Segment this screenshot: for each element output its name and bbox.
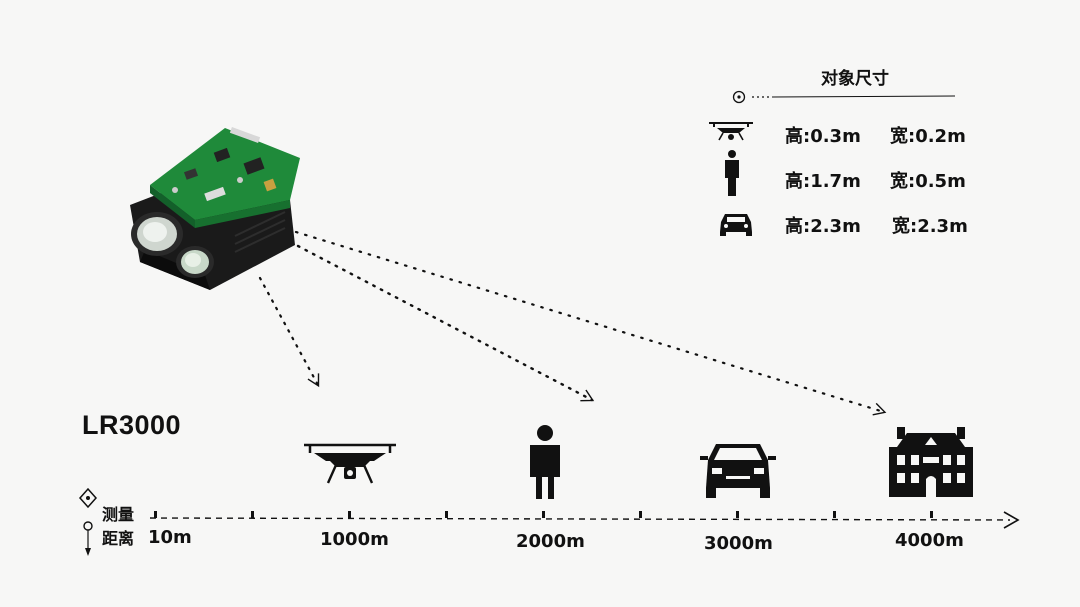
legend-title: 对象尺寸: [821, 69, 889, 89]
building-icon: [889, 427, 973, 497]
legend-leader: [732, 90, 956, 104]
axis-title-line2: 距离: [102, 529, 135, 548]
legend-person-icon: [725, 150, 739, 196]
laser-path-2000m: [296, 244, 595, 402]
axis-title-line1: 测量: [102, 505, 135, 524]
distance-label-3000m: 3000m: [704, 533, 773, 554]
legend-car-icon: [720, 214, 752, 236]
legend-drone-icon: [709, 122, 753, 141]
distance-axis: [149, 511, 1020, 529]
drone-icon: [304, 443, 396, 484]
distance-label-4000m: 4000m: [895, 530, 964, 551]
car-icon: [700, 444, 776, 498]
lens-small: [176, 246, 214, 278]
pcb-board: [150, 128, 300, 220]
legend-drone-height: 高:0.3m: [785, 126, 861, 147]
person-icon: [530, 425, 560, 499]
laser-paths: [258, 230, 887, 416]
lens-large: [131, 212, 183, 256]
distance-label-2000m: 2000m: [516, 531, 585, 552]
measure-pin-icon: [78, 487, 98, 556]
laser-path-1000m: [258, 276, 320, 388]
legend-car-width: 宽:2.3m: [892, 216, 968, 237]
legend-drone-width: 宽:0.2m: [890, 126, 966, 147]
rangefinder-module: [130, 127, 300, 290]
model-label: LR3000: [82, 410, 182, 440]
legend-person-width: 宽:0.5m: [890, 171, 966, 192]
distance-label-10m: 10m: [148, 527, 192, 548]
legend-car-height: 高:2.3m: [785, 216, 861, 237]
axis-ticks: [154, 511, 933, 518]
legend-person-height: 高:1.7m: [785, 171, 861, 192]
distance-label-1000m: 1000m: [320, 529, 389, 550]
laser-path-4000m: [294, 230, 887, 416]
